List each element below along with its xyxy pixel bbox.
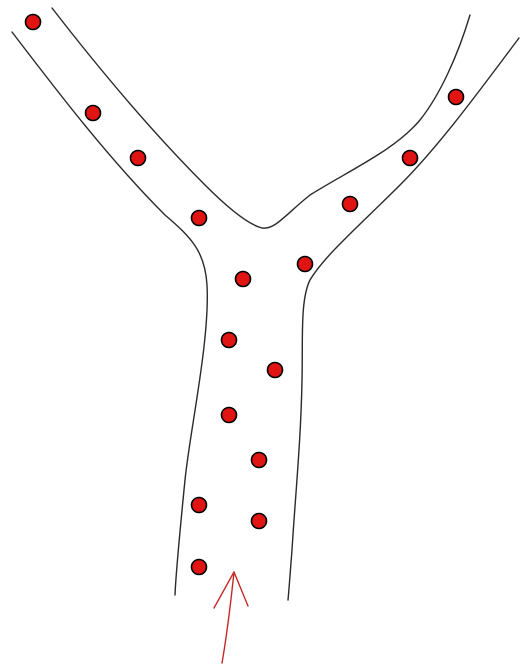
red-dot-icon <box>26 15 41 30</box>
red-dot-icon <box>252 453 267 468</box>
red-dot-icon <box>343 197 358 212</box>
red-dot-icon <box>86 106 101 121</box>
red-dot-icon <box>403 151 418 166</box>
red-dot-icon <box>236 272 251 287</box>
particle-group <box>26 15 464 575</box>
red-dot-icon <box>192 560 207 575</box>
red-dot-icon <box>222 333 237 348</box>
red-dot-icon <box>449 90 464 105</box>
red-dot-icon <box>222 408 237 423</box>
red-dot-icon <box>192 498 207 513</box>
red-dot-icon <box>252 514 267 529</box>
red-dot-icon <box>298 257 313 272</box>
flow-arrow-shaft <box>222 572 234 663</box>
vessel-wall-outer-right <box>288 38 519 600</box>
red-dot-icon <box>268 363 283 378</box>
vessel-wall-inner-crotch <box>52 8 470 228</box>
vessel-wall-outer-left <box>12 32 207 595</box>
red-dot-icon <box>192 211 207 226</box>
red-dot-icon <box>131 151 146 166</box>
arrow-up-icon <box>214 572 248 663</box>
